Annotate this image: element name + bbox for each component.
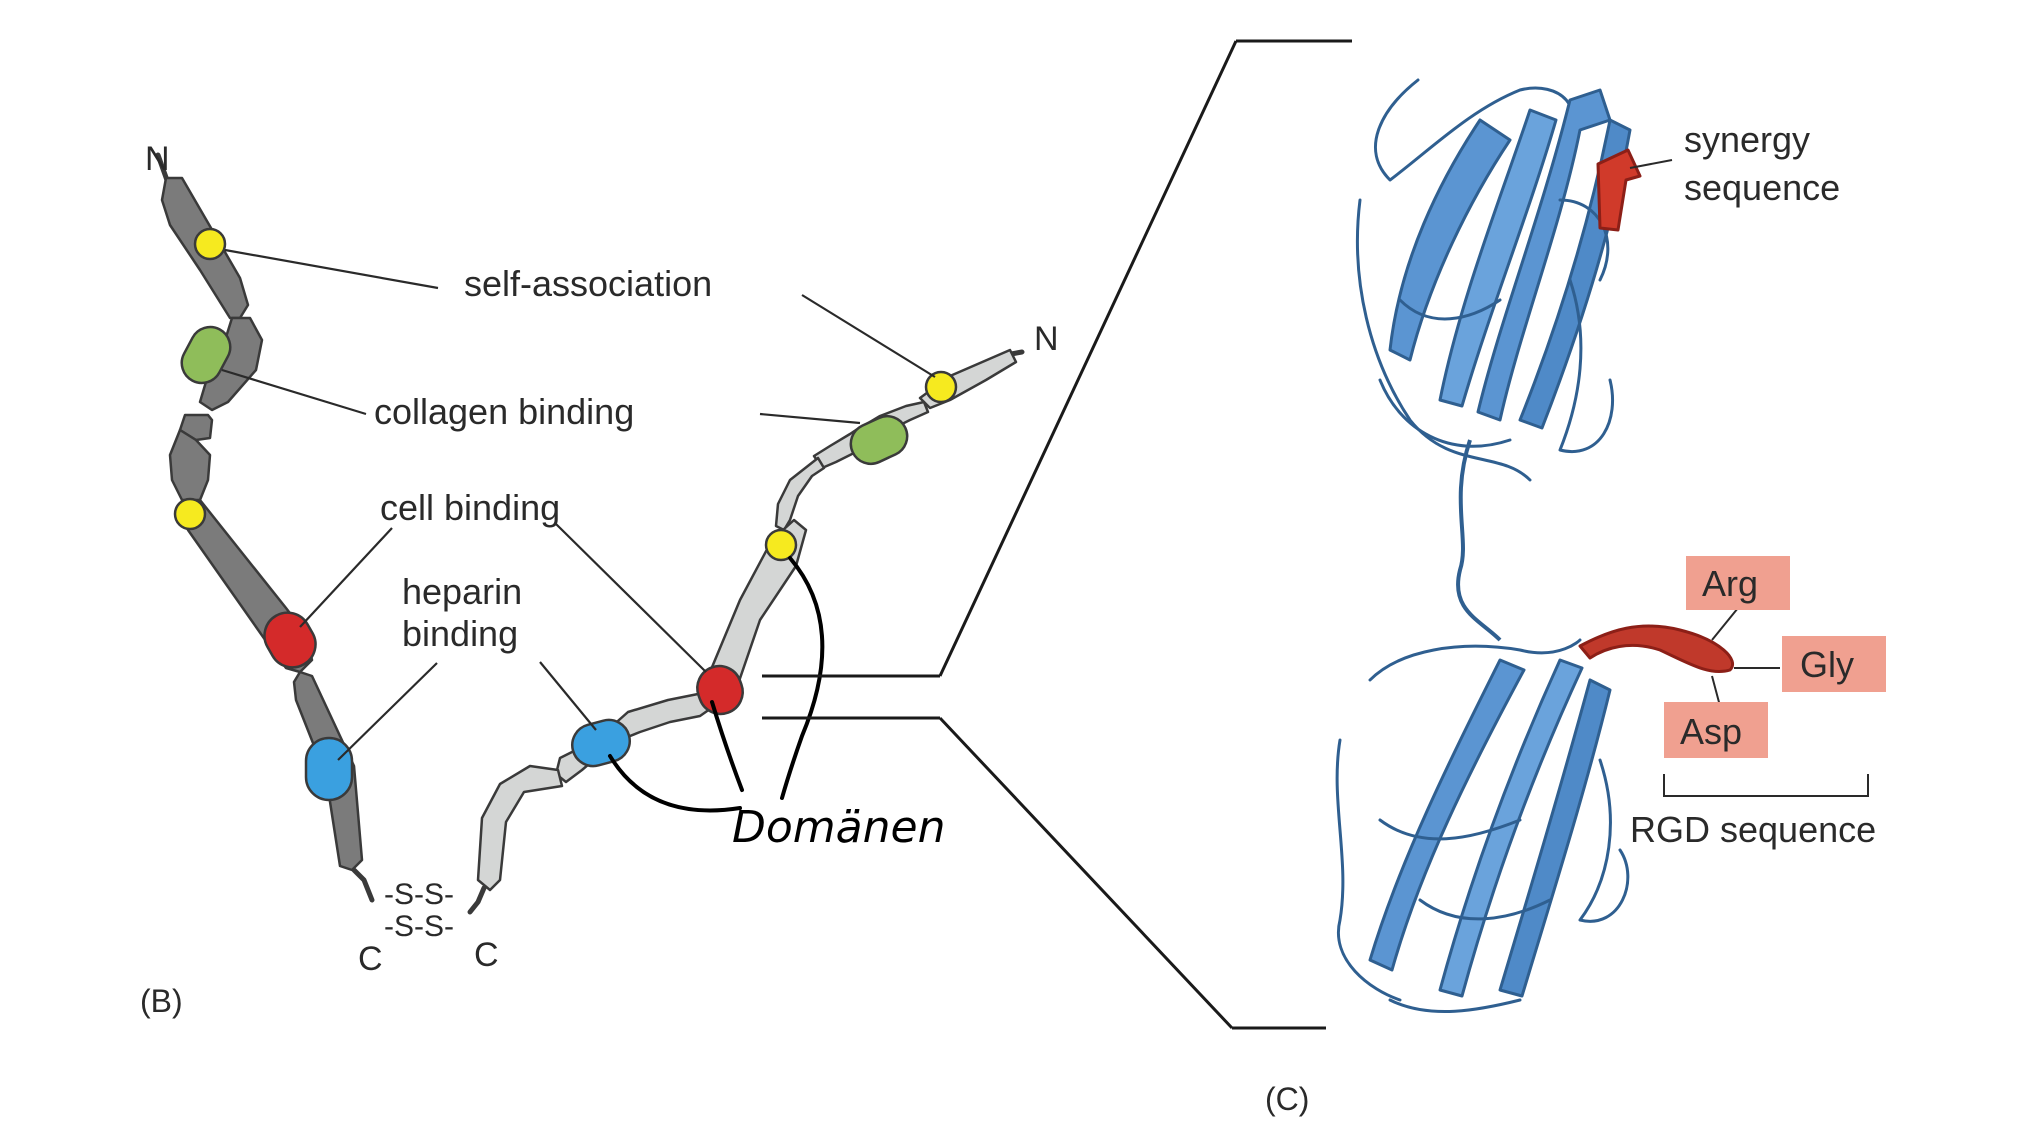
c-terminus-left: C xyxy=(358,940,383,978)
self-association-label: self-association xyxy=(464,263,712,304)
n-terminus-right: N xyxy=(1034,320,1059,358)
disulfide-bond-bottom: -S-S- xyxy=(384,910,454,943)
cell-binding-label: cell binding xyxy=(380,487,560,528)
synergy-label-line1: synergy xyxy=(1684,119,1810,160)
n-terminus-left: N xyxy=(145,140,170,178)
heparin-binding-site-left xyxy=(304,736,354,802)
gly-label: Gly xyxy=(1800,644,1854,685)
asp-box xyxy=(1664,702,1768,758)
synergy-leader-line xyxy=(1629,159,1673,169)
rgd-sequence-label: RGD sequence xyxy=(1630,809,1876,850)
rgd-leader-lines xyxy=(1711,607,1780,707)
panel-c: synergy sequence Arg Gly Asp RGD sequenc… xyxy=(1265,78,1886,1117)
cell-binding-site-left xyxy=(263,611,317,669)
panel-b-label: (B) xyxy=(140,983,183,1019)
cell-binding-site-right xyxy=(696,664,744,716)
synergy-sequence-ribbon xyxy=(1596,148,1642,232)
collagen-site-right xyxy=(849,414,909,466)
right-chain-light xyxy=(467,348,1025,915)
gly-box xyxy=(1782,636,1886,692)
panel-b: N N self-association collagen binding ce… xyxy=(140,140,1059,1019)
arg-box xyxy=(1686,556,1790,610)
upper-domain-ribbon xyxy=(1355,78,1642,482)
c-terminus-right: C xyxy=(474,936,499,974)
yellow-site-right xyxy=(764,528,798,562)
leader-lines-b xyxy=(221,248,936,761)
synergy-label-line2: sequence xyxy=(1684,167,1840,208)
handwritten-marks xyxy=(608,556,825,813)
left-chain-sites xyxy=(173,227,354,802)
rgd-loop-ribbon xyxy=(1578,624,1734,674)
arg-label: Arg xyxy=(1702,563,1758,604)
collagen-site-left xyxy=(180,325,232,385)
panel-c-label: (C) xyxy=(1265,1081,1309,1117)
collagen-binding-label: collagen binding xyxy=(374,391,634,432)
lower-domain-ribbon xyxy=(1335,624,1734,1014)
zoom-connector xyxy=(762,39,1352,1030)
handwritten-domaenen: Domänen xyxy=(732,802,945,853)
disulfide-bond-top: -S-S- xyxy=(384,878,454,911)
rgd-bracket xyxy=(1663,774,1869,797)
cell-site-yellow-left xyxy=(173,497,207,531)
heparin-binding-site-right xyxy=(571,718,631,768)
heparin-binding-label-line1: heparin xyxy=(402,571,522,612)
right-chain-sites xyxy=(571,370,958,768)
asp-label: Asp xyxy=(1680,711,1742,752)
self-association-site-right xyxy=(924,370,958,404)
heparin-binding-label-line2: binding xyxy=(402,613,518,654)
domain-linker xyxy=(1456,439,1502,642)
self-association-site-left xyxy=(193,227,227,261)
